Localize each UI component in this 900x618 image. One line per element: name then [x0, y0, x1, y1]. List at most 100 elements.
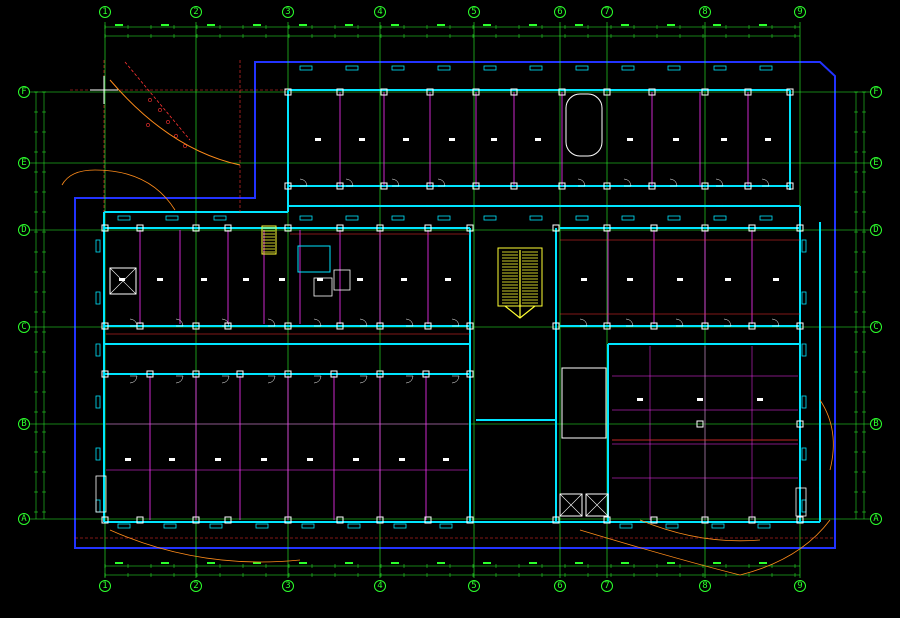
- column: [284, 516, 292, 524]
- column: [510, 182, 518, 190]
- stair-box: [297, 245, 331, 273]
- column: [101, 224, 109, 232]
- axis-label: A: [873, 514, 879, 524]
- window: [95, 291, 101, 305]
- axis-label: C: [21, 322, 26, 332]
- walls: [103, 89, 821, 523]
- door-swing: [299, 178, 308, 187]
- column: [552, 516, 560, 524]
- axis-label: E: [21, 158, 26, 168]
- tree-marker: [166, 120, 170, 124]
- room-label-mark: [261, 458, 267, 461]
- axis-label: 2: [193, 581, 198, 591]
- dimension-value-mark: [161, 24, 169, 26]
- window: [801, 343, 807, 357]
- axis-bubble-D-left: D: [18, 224, 30, 236]
- door-swing: [175, 318, 184, 327]
- window: [801, 291, 807, 305]
- room-label-mark: [765, 138, 771, 141]
- axis-label: 8: [702, 7, 707, 17]
- axis-bubble-4-bottom: 4: [374, 580, 386, 592]
- axis-label: 9: [797, 7, 802, 17]
- window: [439, 523, 453, 529]
- window: [95, 447, 101, 461]
- dimension-value-mark: [207, 562, 215, 564]
- window: [345, 215, 359, 221]
- axis-bubble-circle: [699, 6, 711, 18]
- window: [759, 215, 773, 221]
- room-label-mark: [243, 278, 249, 281]
- dimension-value-mark: [207, 24, 215, 26]
- room-label-mark: [721, 138, 727, 141]
- door-swing: [391, 178, 400, 187]
- axis-bubble-5-top: 5: [468, 6, 480, 18]
- dimension-value-mark: [437, 24, 445, 26]
- axis-bubble-circle: [699, 580, 711, 592]
- dimension-value-mark: [115, 562, 123, 564]
- column: [786, 88, 794, 96]
- window: [299, 65, 313, 71]
- room-label-mark: [637, 398, 643, 401]
- axis-label: 8: [702, 581, 707, 591]
- column: [701, 516, 709, 524]
- axis-bubble-circle: [554, 580, 566, 592]
- column: [466, 224, 474, 232]
- axis-label: 6: [557, 581, 562, 591]
- axis-bubble-circle: [282, 6, 294, 18]
- axis-bubble-circle: [870, 157, 882, 169]
- axis-bubble-circle: [18, 321, 30, 333]
- axis-bubble-6-top: 6: [554, 6, 566, 18]
- dimension-value-mark: [759, 24, 767, 26]
- elevator-shafts: [109, 93, 609, 517]
- column: [101, 516, 109, 524]
- column: [284, 182, 292, 190]
- door-swing: [451, 318, 460, 327]
- column: [284, 88, 292, 96]
- axis-bubble-A-right: A: [870, 513, 882, 525]
- door-swing: [175, 375, 184, 384]
- room-label-mark: [215, 458, 221, 461]
- axis-bubble-circle: [554, 6, 566, 18]
- axis-bubble-F-right: F: [870, 86, 882, 98]
- door-swing: [761, 178, 770, 187]
- window: [575, 65, 589, 71]
- column: [336, 516, 344, 524]
- column: [376, 322, 384, 330]
- door-swing: [129, 375, 138, 384]
- axis-bubble-circle: [870, 86, 882, 98]
- axis-label: 5: [471, 581, 476, 591]
- door-swing: [313, 375, 322, 384]
- column: [552, 322, 560, 330]
- windows: [95, 65, 807, 529]
- column: [796, 420, 804, 428]
- room-label-mark: [677, 278, 683, 281]
- column: [224, 224, 232, 232]
- column: [786, 182, 794, 190]
- crosshair-cursor: [90, 76, 118, 104]
- dimension-value-mark: [621, 24, 629, 26]
- axis-label: F: [873, 87, 878, 97]
- window: [117, 523, 131, 529]
- column: [472, 88, 480, 96]
- axis-label: 7: [604, 7, 609, 17]
- window: [757, 523, 771, 529]
- main-staircase: [497, 247, 543, 319]
- axis-bubble-circle: [870, 224, 882, 236]
- axis-bubble-4-top: 4: [374, 6, 386, 18]
- window: [621, 65, 635, 71]
- column: [748, 224, 756, 232]
- window: [209, 523, 223, 529]
- column: [603, 516, 611, 524]
- axis-bubble-circle: [190, 6, 202, 18]
- window: [95, 395, 101, 409]
- room-label-mark: [201, 278, 207, 281]
- axis-bubble-8-bottom: 8: [699, 580, 711, 592]
- dimension-lines: [34, 24, 866, 577]
- column: [136, 224, 144, 232]
- column: [796, 322, 804, 330]
- axis-bubble-circle: [282, 580, 294, 592]
- door-swing: [723, 318, 732, 327]
- column: [424, 516, 432, 524]
